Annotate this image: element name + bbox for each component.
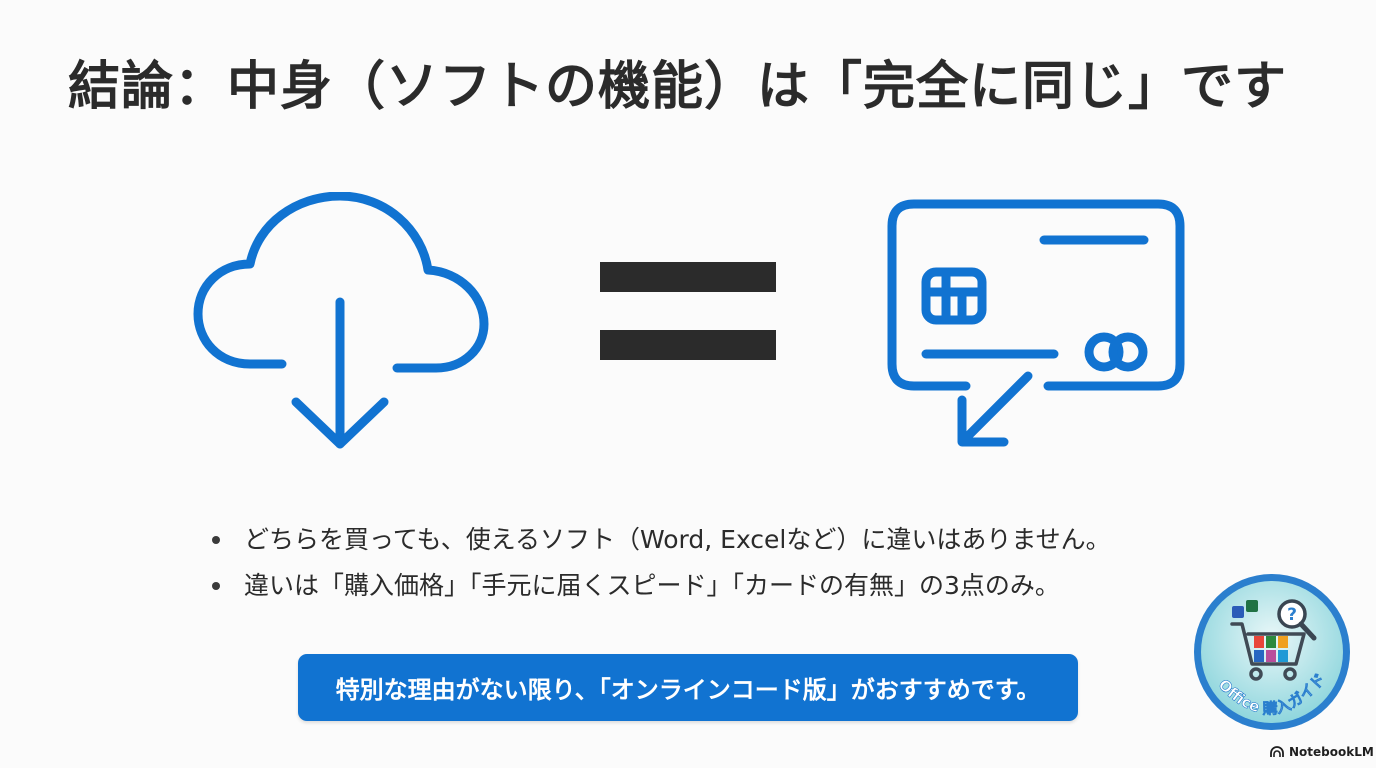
shopping-cart-question-icon: ? [1230,599,1317,681]
footer-brand: NotebookLM [1270,742,1374,762]
office-guide-badge: ? Office 購入ガイド [1194,574,1350,730]
svg-text:?: ? [1287,605,1297,625]
notebooklm-logo-icon [1270,746,1284,757]
card-code-icon [887,199,1185,447]
list-item: 違いは「購入価格」「手元に届くスピード」「カードの有無」の3点のみ。 [212,566,1212,612]
bullet-dot-icon [212,582,220,590]
cloud-download-icon [193,192,489,449]
bullet-dot-icon [212,536,220,544]
bullet-text: 違いは「購入価格」「手元に届くスピード」「カードの有無」の3点のみ。 [244,571,1060,600]
list-item: どちらを買っても、使えるソフト（Word, Excelなど）に違いはありません。 [212,520,1212,566]
recommendation-banner[interactable]: 特別な理由がない限り、「オンラインコード版」がおすすめです。 [298,654,1078,721]
equals-icon [600,262,776,360]
page-title: 結論：中身（ソフトの機能）は「完全に同じ」です [68,57,1288,117]
bullet-text: どちらを買っても、使えるソフト（Word, Excelなど）に違いはありません。 [244,525,1111,554]
footer-brand-label: NotebookLM [1289,745,1374,759]
bullet-list: どちらを買っても、使えるソフト（Word, Excelなど）に違いはありません。… [212,520,1212,612]
recommendation-banner-label: 特別な理由がない限り、「オンラインコード版」がおすすめです。 [335,676,1041,704]
